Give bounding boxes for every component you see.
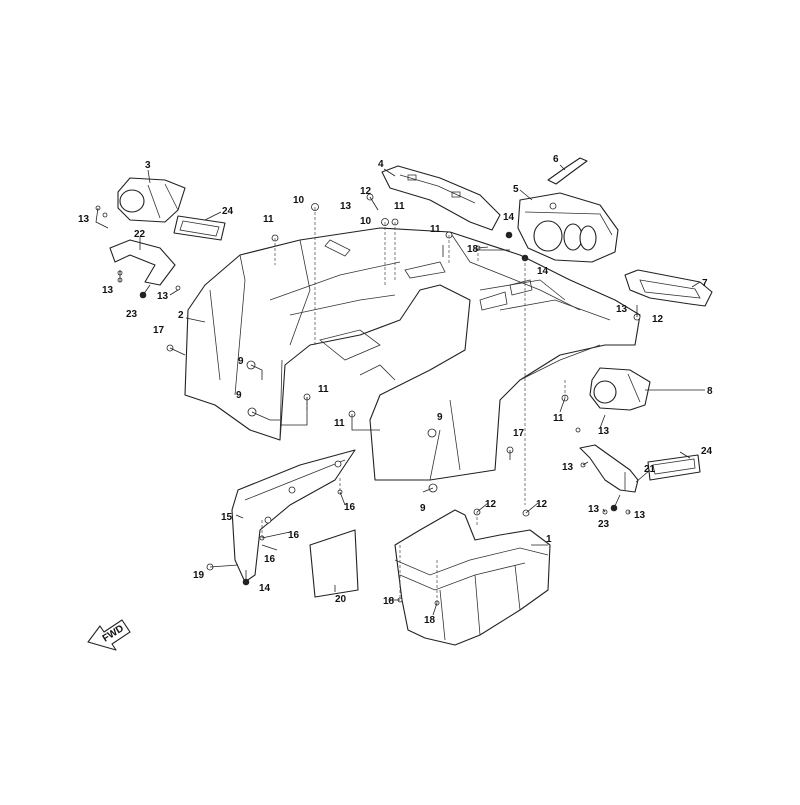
callout-11b: 11 <box>394 201 405 212</box>
callout-12d: 12 <box>536 499 548 510</box>
right-bracket <box>579 444 639 493</box>
callout-11d: 11 <box>318 384 329 395</box>
callout-13h: 13 <box>588 504 600 515</box>
callout-12a: 12 <box>360 186 372 197</box>
callout-6: 6 <box>553 154 559 165</box>
callout-9b: 9 <box>236 390 242 401</box>
callout-23b: 23 <box>598 519 610 530</box>
callout-16c: 16 <box>264 554 276 565</box>
center-light-cluster <box>517 192 619 263</box>
callout-13i: 13 <box>634 510 646 521</box>
callout-13a: 13 <box>78 214 90 225</box>
rear-light-bar <box>381 165 501 231</box>
callout-9a: 9 <box>238 356 244 367</box>
callout-15: 15 <box>221 512 233 523</box>
rear-fender <box>184 227 641 481</box>
callout-23a: 23 <box>126 309 138 320</box>
callout-18b: 18 <box>383 596 395 607</box>
leader-lines <box>95 164 705 616</box>
callout-17b: 17 <box>513 428 525 439</box>
callout-5: 5 <box>513 184 519 195</box>
callout-3: 3 <box>145 160 151 171</box>
left-reflector <box>173 215 226 241</box>
callout-21: 21 <box>644 464 656 475</box>
mud-flap <box>231 449 356 583</box>
fwd-arrow: FWD <box>87 619 131 651</box>
right-tail-light <box>589 367 651 411</box>
callout-10a: 10 <box>293 195 305 206</box>
callout-11a: 11 <box>263 214 274 225</box>
callout-11c: 11 <box>430 224 441 235</box>
left-tail-light <box>117 177 186 223</box>
callout-4: 4 <box>378 159 384 170</box>
callout-22: 22 <box>134 229 146 240</box>
callout-13g: 13 <box>562 462 574 473</box>
callout-10b: 10 <box>360 216 372 227</box>
callout-18c: 18 <box>424 615 436 626</box>
callout-13f: 13 <box>598 426 610 437</box>
callout-18a: 18 <box>467 244 479 255</box>
callout-20: 20 <box>335 594 347 605</box>
fasteners <box>95 193 641 606</box>
callout-labels: 1 2 3 4 5 6 7 8 9 9 9 9 10 10 11 11 11 1… <box>78 154 713 626</box>
callout-13e: 13 <box>616 304 628 315</box>
callout-7: 7 <box>702 278 708 289</box>
callout-9c: 9 <box>437 412 443 423</box>
callout-12b: 12 <box>652 314 664 325</box>
right-reflector <box>647 454 701 481</box>
connector-plug <box>547 157 588 185</box>
callout-1: 1 <box>546 534 552 545</box>
callout-24a: 24 <box>222 206 234 217</box>
callout-19: 19 <box>193 570 205 581</box>
callout-13d: 13 <box>157 291 169 302</box>
left-bracket <box>109 239 176 286</box>
callout-24b: 24 <box>701 446 713 457</box>
callout-16a: 16 <box>344 502 356 513</box>
inner-fender-liner <box>394 509 551 646</box>
callout-12c: 12 <box>485 499 497 510</box>
callout-13c: 13 <box>102 285 114 296</box>
decal-panel <box>309 529 359 598</box>
callout-8: 8 <box>707 386 713 397</box>
callout-14b: 14 <box>537 266 549 277</box>
callout-9d: 9 <box>420 503 426 514</box>
callout-11f: 11 <box>553 413 564 424</box>
callout-14a: 14 <box>503 212 515 223</box>
callout-16b: 16 <box>288 530 300 541</box>
callout-13b: 13 <box>340 201 352 212</box>
right-light-bar <box>624 269 713 307</box>
callout-2: 2 <box>178 310 184 321</box>
callout-14c: 14 <box>259 583 271 594</box>
callout-17a: 17 <box>153 325 165 336</box>
callout-11e: 11 <box>334 418 345 429</box>
